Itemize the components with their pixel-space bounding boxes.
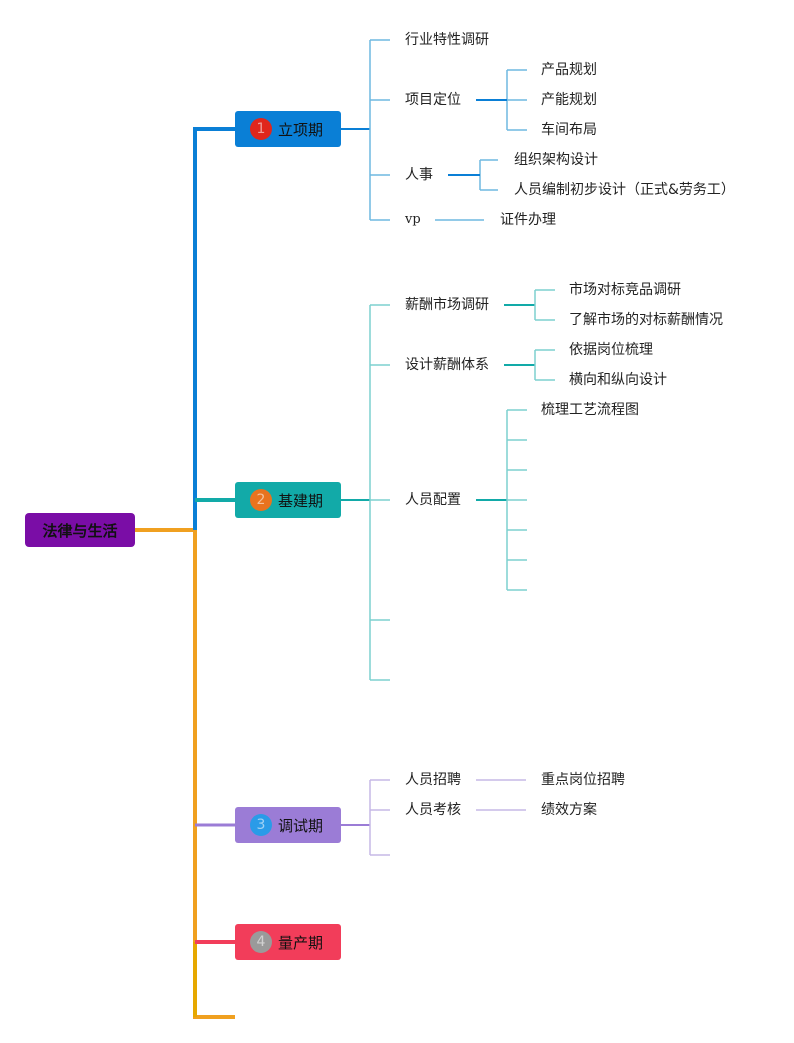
node-org-structure[interactable]: 组织架构设计 (514, 152, 598, 168)
phase1-connectors-strong (448, 99, 507, 176)
phase2-subbranches (369, 289, 555, 681)
phase4-node[interactable]: 4 量产期 (235, 924, 341, 960)
number-1-badge-icon: 1 (250, 118, 272, 140)
phase2-node[interactable]: 2 基建期 (235, 482, 341, 518)
node-staffing-plan[interactable]: 人员编制初步设计（正式&劳务工） (514, 182, 735, 198)
node-key-recruitment[interactable]: 重点岗位招聘 (541, 772, 625, 788)
phase3-node[interactable]: 3 调试期 (235, 807, 341, 843)
node-process-flow[interactable]: 梳理工艺流程图 (541, 402, 639, 418)
root-node[interactable]: 法律与生活 (25, 513, 135, 547)
node-project-positioning[interactable]: 项目定位 (405, 92, 461, 108)
node-workshop-layout[interactable]: 车间布局 (541, 122, 597, 138)
node-vp[interactable]: vp (405, 212, 421, 227)
node-product-planning[interactable]: 产品规划 (541, 62, 597, 78)
node-assessment[interactable]: 人员考核 (405, 802, 461, 818)
phase1-subbranches (369, 39, 527, 221)
node-recruitment[interactable]: 人员招聘 (405, 772, 461, 788)
node-position-review[interactable]: 依据岗位梳理 (569, 342, 653, 358)
node-salary-survey[interactable]: 薪酬市场调研 (405, 297, 489, 313)
phase3-label: 调试期 (278, 816, 324, 835)
node-capacity-planning[interactable]: 产能规划 (541, 92, 597, 108)
node-salary-system[interactable]: 设计薪酬体系 (405, 357, 489, 373)
connector-phase1 (193, 127, 235, 530)
node-benchmark-salary[interactable]: 了解市场的对标薪酬情况 (569, 312, 723, 328)
number-2-badge-icon: 2 (250, 489, 272, 511)
phase1-node[interactable]: 1 立项期 (235, 111, 341, 147)
phase4-label: 量产期 (278, 933, 324, 952)
trunk-line-root (135, 528, 235, 1019)
node-license[interactable]: 证件办理 (500, 212, 556, 228)
phase1-label: 立项期 (278, 120, 324, 139)
node-competitor-research[interactable]: 市场对标竞品调研 (569, 282, 681, 298)
phase2-label: 基建期 (278, 491, 324, 510)
number-3-badge-icon: 3 (250, 814, 272, 836)
node-staffing[interactable]: 人员配置 (405, 492, 461, 508)
phase3-subbranches (369, 779, 526, 856)
phase2-branches (341, 304, 535, 501)
node-performance-plan[interactable]: 绩效方案 (541, 802, 597, 818)
node-horizontal-vertical[interactable]: 横向和纵向设计 (569, 372, 667, 388)
node-hr[interactable]: 人事 (405, 167, 433, 183)
number-4-badge-icon: 4 (250, 931, 272, 953)
node-industry-research[interactable]: 行业特性调研 (405, 32, 489, 48)
root-label: 法律与生活 (42, 521, 118, 540)
